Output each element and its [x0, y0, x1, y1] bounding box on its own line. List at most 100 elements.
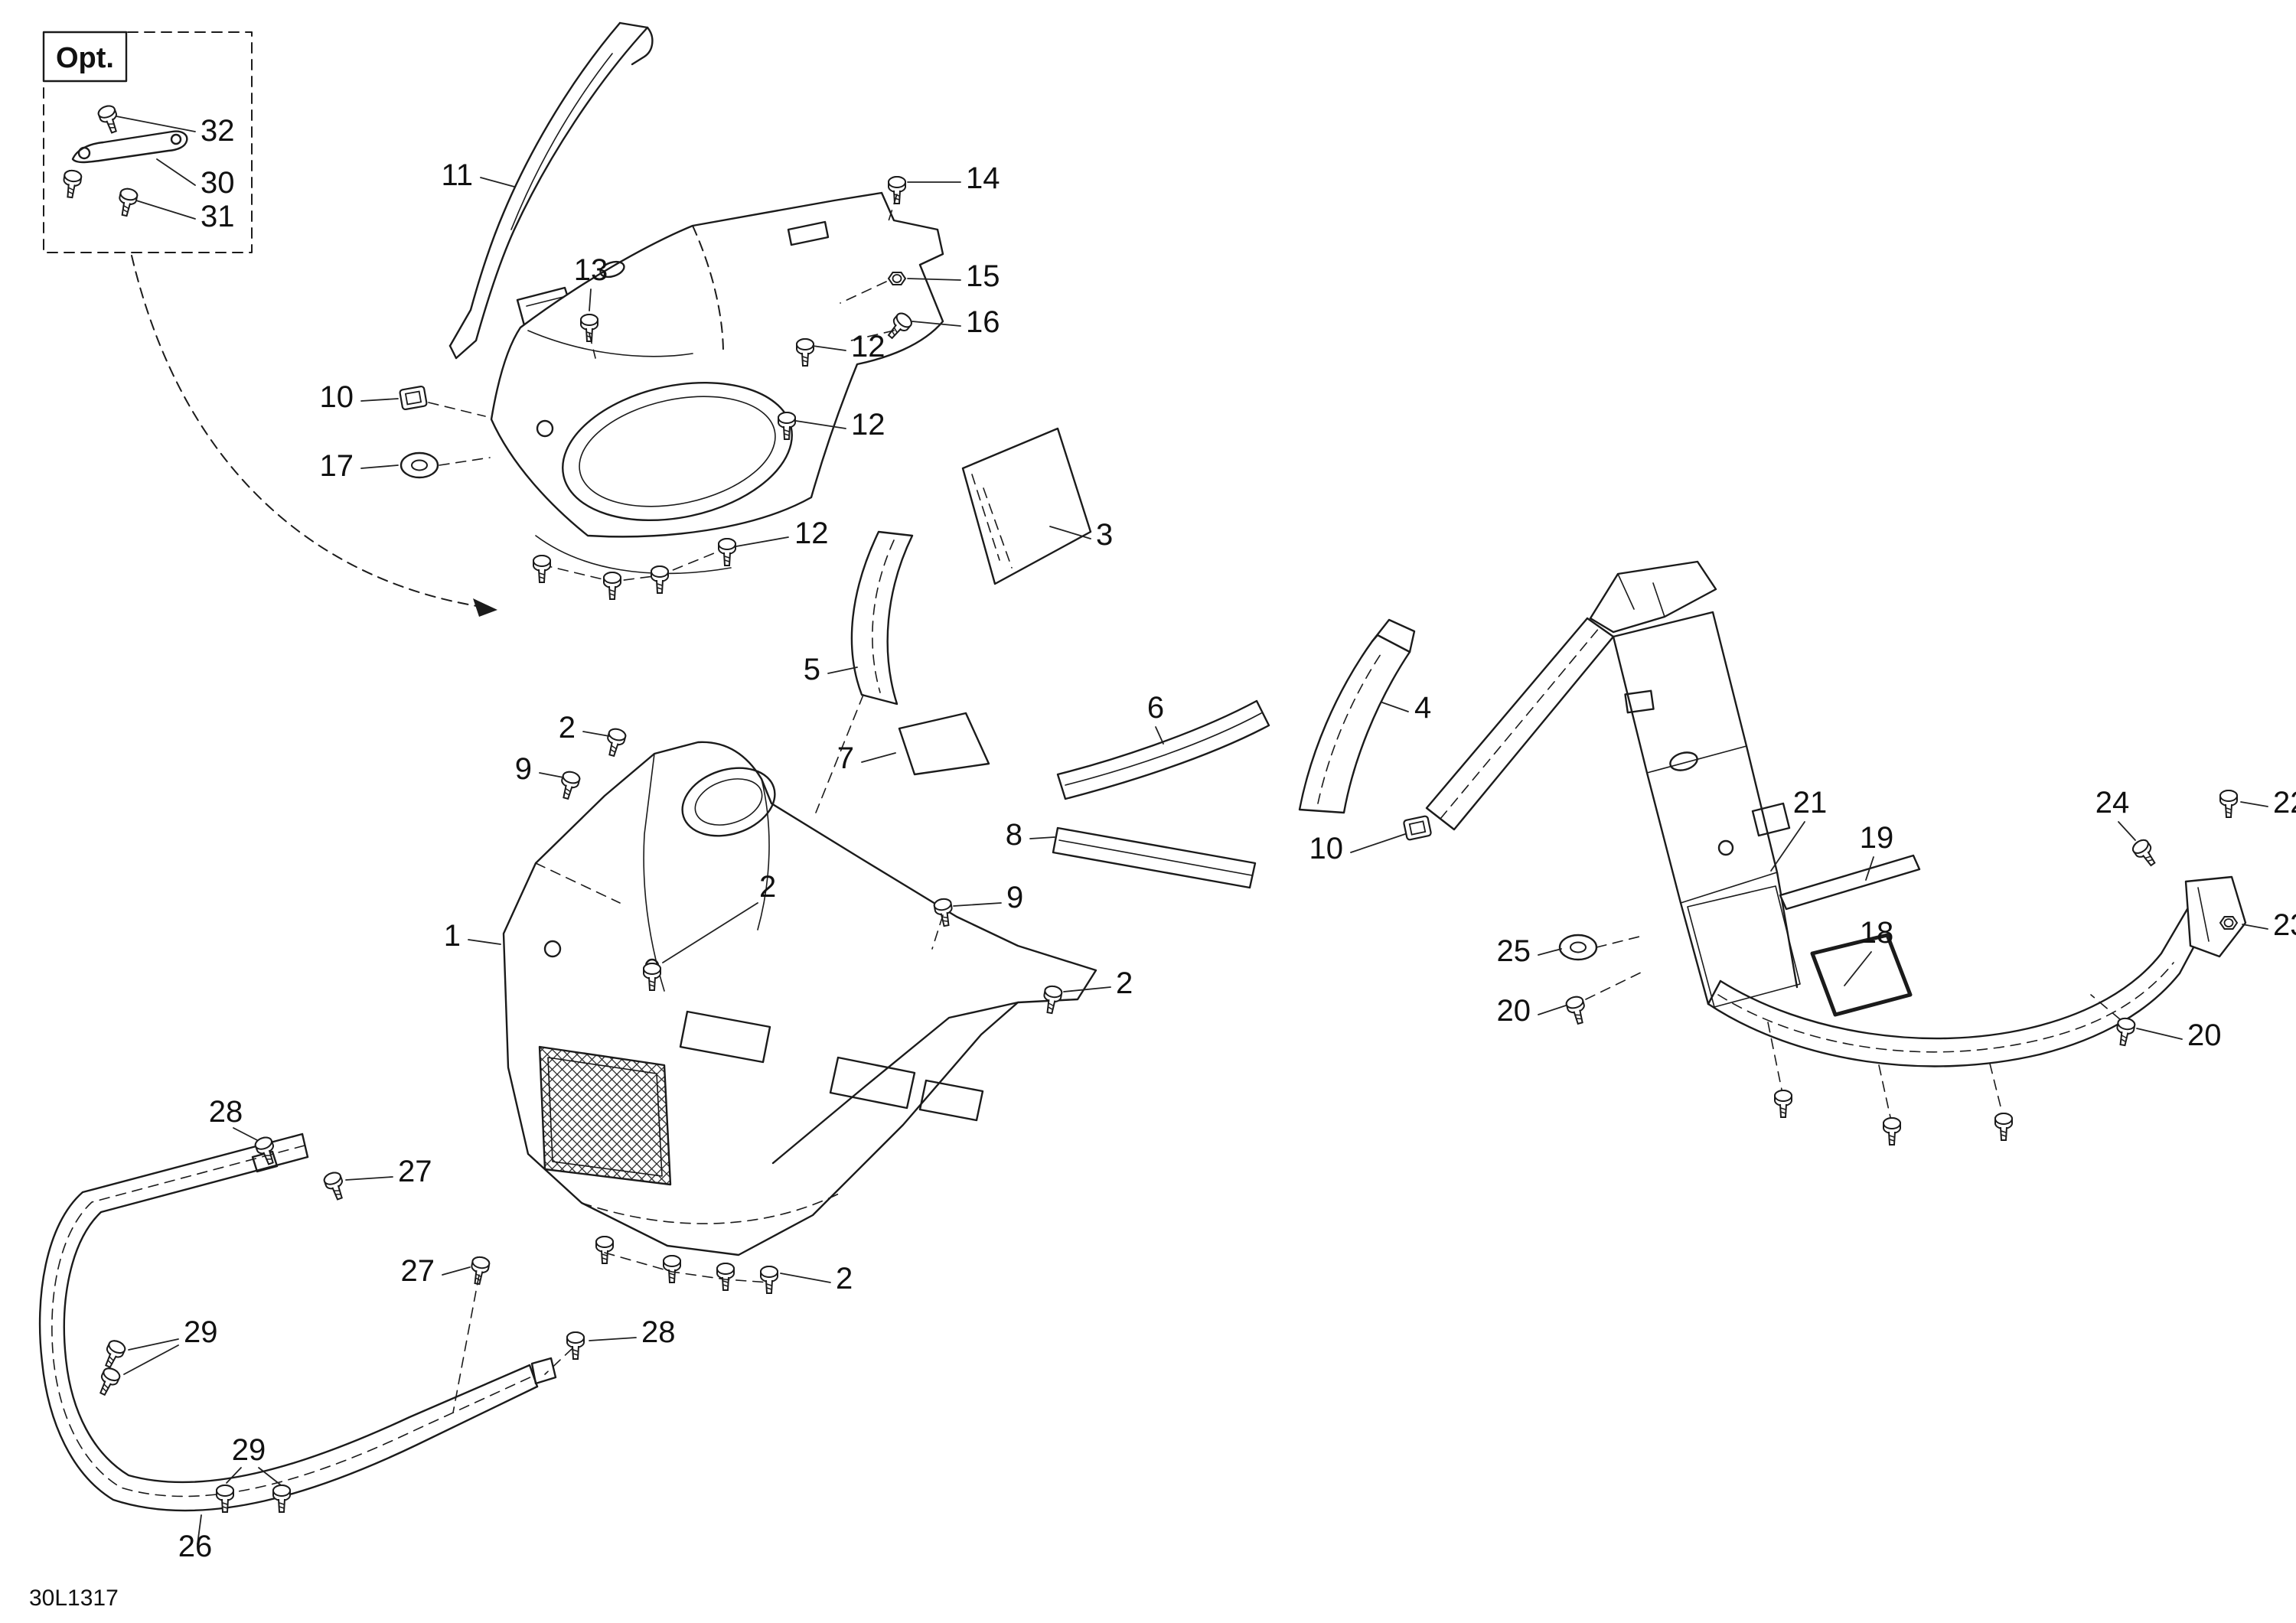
bumper-inner-edge — [63, 1155, 531, 1484]
leader-line-20 — [1538, 1005, 1567, 1015]
diagram-linework: Opt. — [29, 21, 2296, 1611]
screw-icon — [888, 176, 906, 204]
hood-facet-edge — [771, 1001, 1019, 1165]
panel-alignment-line — [815, 694, 864, 813]
leader-line-16 — [912, 321, 961, 327]
steering-port-inner — [694, 778, 763, 826]
opt-label-frame — [42, 31, 128, 83]
callout-12: 12 — [851, 408, 885, 442]
leader-line-4 — [1381, 702, 1409, 712]
callout-5: 5 — [804, 653, 820, 686]
console-slot — [787, 220, 830, 246]
console-outline — [490, 191, 944, 538]
hood-vent — [918, 1079, 984, 1122]
leader-line-18 — [1844, 951, 1872, 986]
screw-icon — [1774, 1090, 1792, 1118]
callout-18: 18 — [1860, 916, 1894, 950]
steering-port — [681, 767, 776, 837]
leader-line-29 — [226, 1467, 242, 1484]
leader-line-27 — [345, 1176, 393, 1181]
leader-line-23 — [2242, 924, 2268, 930]
nut-icon — [888, 272, 906, 285]
screw-icon — [603, 572, 621, 600]
callout-21: 21 — [1793, 786, 1828, 820]
callout-9: 9 — [1006, 881, 1023, 914]
leader-line-9 — [539, 772, 564, 778]
callout-11: 11 — [441, 158, 473, 192]
hood-hidden-line — [535, 862, 843, 1224]
opt-box-border — [43, 31, 253, 253]
screw-icon — [602, 726, 628, 758]
post-slot — [1669, 751, 1698, 771]
console-crease — [527, 330, 693, 357]
console-hidden-line — [692, 225, 724, 354]
panel-hidden-line — [872, 539, 895, 693]
fastener-alignment-line — [452, 1274, 573, 1413]
side-panel-5 — [850, 530, 914, 706]
screw-icon — [718, 538, 736, 566]
leader-line-10 — [360, 398, 399, 402]
leader-line-8 — [1029, 836, 1055, 839]
end-cap-line — [2197, 887, 2210, 942]
leader-line-29 — [123, 1344, 179, 1375]
leader-line-29 — [258, 1467, 281, 1485]
callout-2: 2 — [1116, 966, 1133, 1000]
fastener-alignment-line — [589, 194, 898, 359]
leader-line-2 — [1063, 986, 1111, 992]
callout-32: 32 — [201, 114, 235, 148]
leader-line-20 — [2136, 1028, 2183, 1040]
strip-top-tab — [1371, 618, 1416, 653]
leader-line-27 — [442, 1266, 471, 1276]
trim-strip-6 — [1056, 699, 1270, 800]
bracket-lines — [1617, 573, 1665, 618]
leader-line-22 — [2240, 801, 2268, 807]
screw-icon — [115, 186, 139, 218]
callout-9: 9 — [515, 752, 532, 786]
grille-mesh — [538, 1045, 672, 1186]
leader-line-29 — [128, 1338, 179, 1351]
nut-icon — [2219, 916, 2238, 930]
leader-line-5 — [827, 666, 858, 674]
pad-18 — [1810, 933, 1913, 1017]
bumper-end-cap — [2184, 875, 2247, 958]
leader-line-31 — [135, 200, 196, 220]
opt-reference-curve — [131, 255, 488, 608]
support-outer-edge — [455, 26, 649, 360]
footrail-centerline — [1717, 962, 2174, 1053]
bumper-tab — [530, 1357, 557, 1385]
footrail-cap — [1707, 979, 1722, 1005]
clip-icon — [398, 385, 429, 411]
clip-icon — [1402, 814, 1433, 842]
support-top-hook — [631, 26, 654, 66]
grille-frame — [547, 1057, 663, 1177]
front-fairing — [502, 726, 1097, 1294]
callout-29: 29 — [232, 1433, 266, 1467]
leader-line-13 — [589, 288, 592, 311]
callout-20: 20 — [1497, 994, 1531, 1028]
leader-line-19 — [1865, 856, 1874, 881]
post-hole — [1624, 689, 1655, 714]
side-panels — [815, 427, 1416, 889]
callout-10: 10 — [1309, 832, 1344, 865]
callout-12: 12 — [851, 330, 885, 363]
screw-icon — [99, 1338, 128, 1371]
screw-icon — [2129, 836, 2161, 870]
strip-line — [1058, 839, 1253, 876]
screw-icon — [716, 1263, 735, 1291]
screw-icon — [556, 769, 582, 801]
callout-27: 27 — [401, 1254, 435, 1288]
bracket-hole — [77, 146, 91, 160]
callout-12: 12 — [794, 517, 829, 550]
callout-7: 7 — [837, 741, 854, 775]
leader-line-3 — [1049, 526, 1091, 539]
leader-line-15 — [907, 278, 961, 281]
hood-hole — [543, 940, 562, 958]
leader-line-2 — [662, 902, 758, 963]
grommet-icon — [1558, 934, 1598, 961]
callout-14: 14 — [966, 161, 1000, 195]
callout-23: 23 — [2273, 908, 2296, 942]
callout-8: 8 — [1006, 818, 1022, 852]
footrail-inner-edge — [1719, 908, 2189, 1040]
leader-line-1 — [468, 939, 501, 945]
